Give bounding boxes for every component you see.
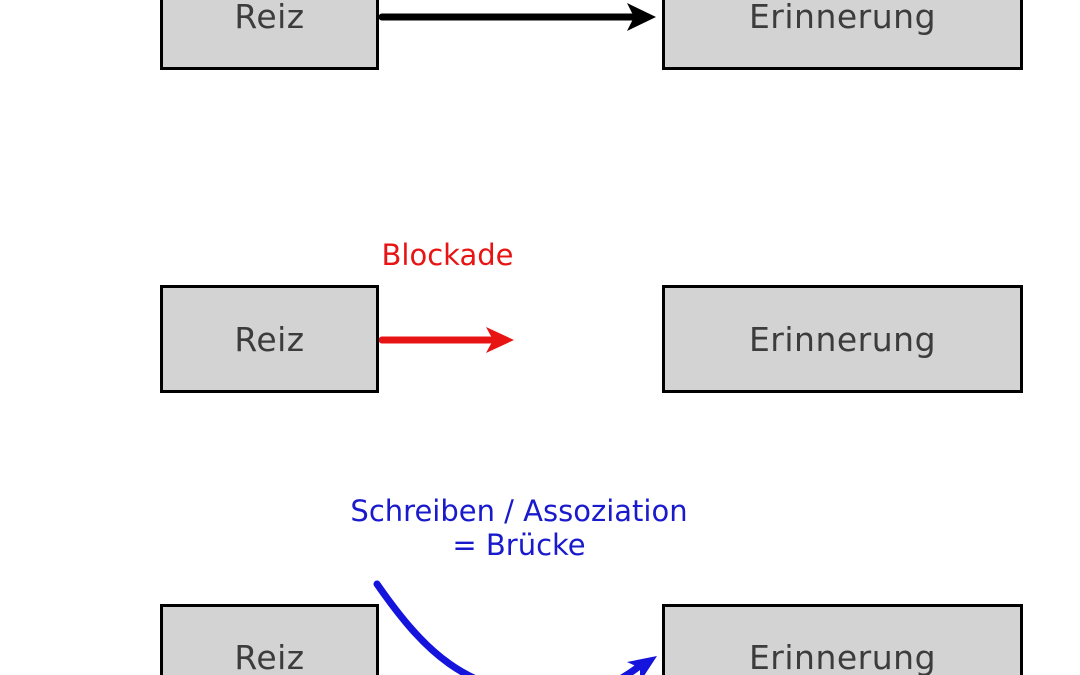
erinnerung-box-row3-label: Erinnerung — [748, 638, 937, 675]
erinnerung-box-row2: Erinnerung — [662, 285, 1023, 393]
reiz-box-row2-label: Reiz — [234, 319, 305, 359]
bridge-arrow — [373, 580, 657, 675]
erinnerung-box-row1-label: Erinnerung — [748, 0, 937, 36]
bridge-label-line1: Schreiben / Assoziation — [350, 494, 688, 528]
blocked-arrow — [378, 327, 514, 353]
reiz-box-row1: Reiz — [160, 0, 379, 70]
reiz-box-row2: Reiz — [160, 285, 379, 393]
bridge-label: Schreiben / Assoziation = Brücke — [330, 494, 708, 562]
reiz-box-row1-label: Reiz — [234, 0, 305, 36]
reiz-box-row3-label: Reiz — [234, 638, 305, 675]
reiz-box-row3: Reiz — [160, 604, 379, 675]
erinnerung-box-row2-label: Erinnerung — [748, 319, 937, 359]
erinnerung-box-row3: Erinnerung — [662, 604, 1023, 675]
erinnerung-box-row1: Erinnerung — [662, 0, 1023, 70]
blockade-label: Blockade — [381, 238, 514, 272]
bridge-label-line2: = Brücke — [452, 528, 586, 562]
stimulus-to-memory-arrow — [378, 3, 656, 31]
